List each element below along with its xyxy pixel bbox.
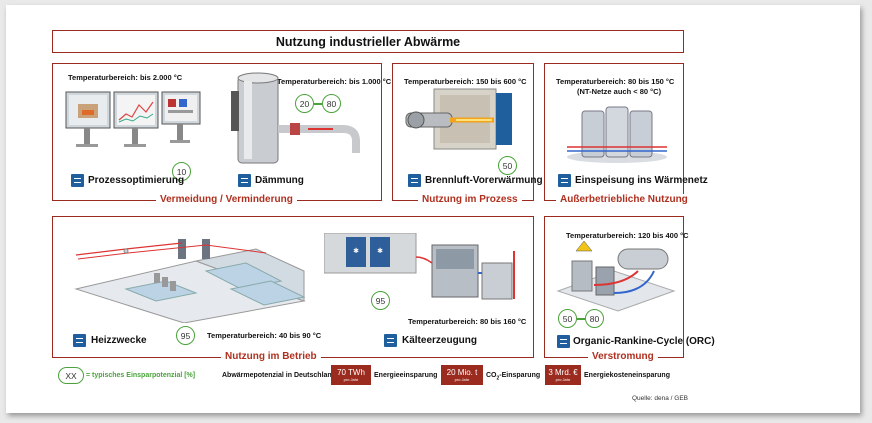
temp-prozessoptimierung: Temperaturbereich: bis 2.000 °C — [68, 73, 183, 82]
temp-brennluft: Temperaturbereich: 150 bis 600 °C — [404, 77, 527, 86]
chip-co2-sub: pro Jahr — [454, 376, 470, 382]
power-icon — [557, 335, 570, 348]
title-box: Nutzung industrieller Abwärme — [52, 30, 684, 53]
label-daemmung: Dämmung — [255, 175, 304, 186]
district-heating-icon — [558, 174, 571, 187]
badge-orc-from: 50 — [558, 309, 577, 328]
badge-orc-to: 80 — [585, 309, 604, 328]
burner-illustration — [405, 88, 512, 150]
badge-daemmung-to: 80 — [322, 94, 341, 113]
badge-heizzwecke: 95 — [176, 326, 195, 345]
chip-cost-text: Energiekosteneinsparung — [584, 372, 670, 379]
chip-energy: 70 TWh pro Jahr — [331, 365, 371, 385]
page: Nutzung industrieller Abwärme Vermeidung… — [6, 5, 860, 413]
heating-icon — [73, 334, 86, 347]
badge-brennluft: 50 — [498, 156, 517, 175]
chiller-illustration: ✱ ✱ — [324, 233, 515, 300]
building-heating-illustration — [74, 239, 306, 323]
legend-badge: XX — [58, 367, 84, 384]
chip-co2-text: CO2-Einsparung — [486, 372, 541, 382]
orc-range-arrow — [577, 318, 585, 320]
svg-text:✱: ✱ — [377, 247, 383, 255]
badge-daemmung-from: 20 — [295, 94, 314, 113]
temp-note-waermenetz: (NT-Netze auch < 80 °C) — [577, 87, 662, 96]
insulation-icon — [238, 174, 251, 187]
label-kaelte: Kälteerzeugung — [402, 335, 478, 346]
label-waermenetz: Einspeisung ins Wärmenetz — [575, 175, 708, 186]
temp-waermenetz: Temperaturbereich: 80 bis 150 °C — [556, 77, 675, 86]
svg-text:✱: ✱ — [353, 247, 359, 255]
chip-co2-value: 20 Mio. t — [446, 367, 478, 377]
caption-betrieb: Nutzung im Betrieb — [221, 351, 321, 362]
badge-kaelte: 95 — [371, 291, 390, 310]
monitors-illustration — [65, 91, 201, 147]
orc-plant-illustration — [556, 241, 676, 312]
label-orc: Organic-Rankine-Cycle (ORC) — [573, 336, 715, 347]
label-prozessoptimierung: Prozessoptimierung — [88, 175, 185, 186]
legend-potential-label: Abwärmepotenzial in Deutschland: — [222, 372, 339, 379]
process-icon — [71, 174, 84, 187]
temp-heizzwecke: Temperaturbereich: 40 bis 90 °C — [207, 331, 322, 340]
burner-icon — [408, 174, 421, 187]
caption-prozess: Nutzung im Prozess — [418, 194, 522, 205]
source-note: Quelle: dena / GEB — [632, 395, 689, 402]
caption-vermeidung: Vermeidung / Verminderung — [156, 194, 297, 205]
insulated-tank-illustration — [231, 72, 360, 164]
label-heizzwecke: Heizzwecke — [91, 335, 147, 346]
chip-cost-value: 3 Mrd. € — [548, 367, 578, 377]
temp-orc: Temperaturbereich: 120 bis 400 °C — [566, 231, 689, 240]
cooling-icon — [384, 334, 397, 347]
chip-energy-sub: pro Jahr — [343, 376, 359, 382]
caption-ausserbetrieblich: Außerbetriebliche Nutzung — [556, 194, 692, 205]
label-brennluft: Brennluft-Vorerwärmung — [425, 175, 543, 186]
legend-badge-text: = typisches Einsparpotenzial [%] — [86, 372, 196, 379]
storage-tanks-illustration — [567, 106, 667, 163]
chip-co2: 20 Mio. t pro Jahr — [441, 365, 483, 385]
temp-kaelte: Temperaturbereich: 80 bis 160 °C — [408, 317, 527, 326]
caption-verstromung: Verstromung — [588, 351, 658, 362]
page-title: Nutzung industrieller Abwärme — [275, 34, 461, 49]
badge-prozessoptimierung: 10 — [172, 162, 191, 181]
chip-energy-text: Energieeinsparung — [374, 372, 438, 379]
temp-daemmung: Temperaturbereich: bis 1.000 °C — [277, 77, 392, 86]
chip-cost-sub: pro Jahr — [555, 376, 571, 382]
chip-energy-value: 70 TWh — [337, 367, 365, 377]
chip-cost: 3 Mrd. € pro Jahr — [545, 365, 581, 385]
daemmung-range-arrow — [314, 103, 322, 105]
